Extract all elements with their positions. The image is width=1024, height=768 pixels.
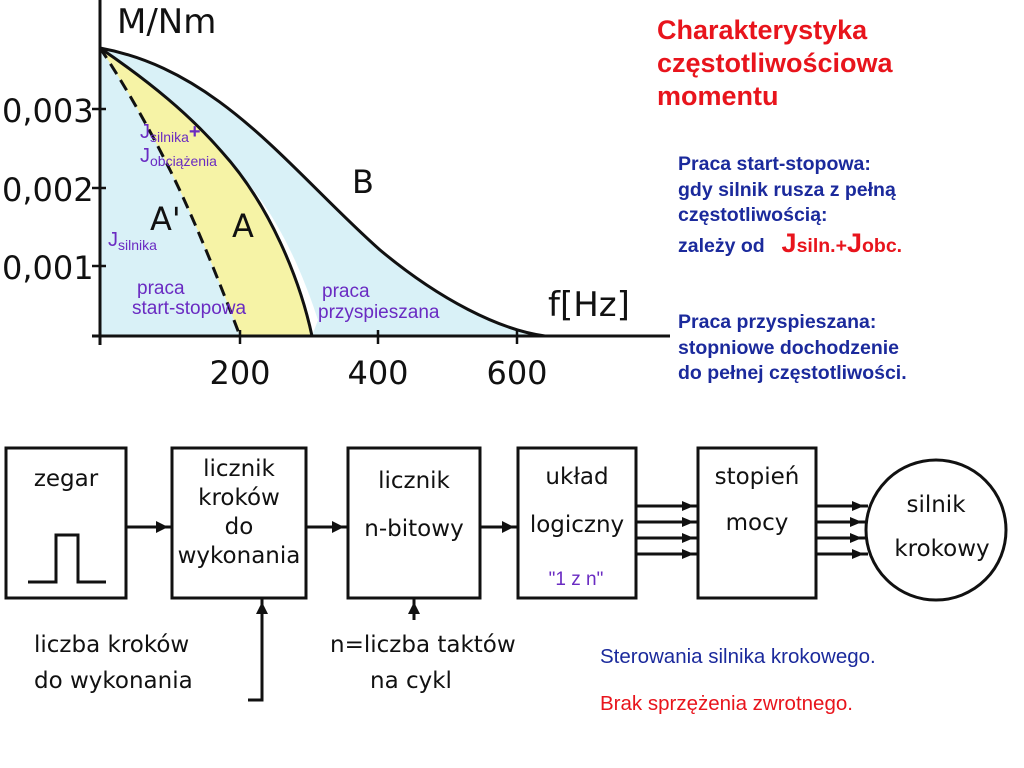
- arrow-steps-input: [256, 602, 268, 614]
- curve-a: [99, 46, 314, 337]
- start-stop-line-2: gdy silnik rusza z pełną: [678, 178, 896, 201]
- slide-title: Charakterystyka częstotliwościowa moment…: [657, 14, 1017, 113]
- arrow-nbit-logic: [502, 521, 514, 533]
- accelerated-line-1: Praca przyspieszana:: [678, 311, 877, 333]
- region-start-stop-cyan: [100, 48, 240, 336]
- region-start-stop-yellow: [100, 48, 312, 336]
- j-motor-label: Jsilnika: [108, 229, 157, 253]
- motor-circle: [864, 458, 1008, 602]
- n-bit-counter-label-2: n-bitowy: [364, 516, 463, 542]
- region-start-stop-label-1: praca: [137, 278, 185, 299]
- start-stop-line-3: częstotliwością:: [678, 204, 828, 226]
- x-axis-label: f[Hz]: [548, 285, 630, 325]
- clock-label: zegar: [34, 466, 99, 492]
- title-line-2: częstotliwościowa: [657, 48, 893, 78]
- title-line-1: Charakterystyka: [657, 15, 868, 45]
- accelerated-description: Praca przyspieszana: stopniowe dochodzen…: [678, 310, 1023, 387]
- curve-b-label: B: [352, 163, 374, 201]
- region-accel-label-2: przyspieszana: [318, 302, 440, 323]
- arrow-logic-power-3: [682, 533, 694, 543]
- control-block-diagram: zegar licznik kroków do wykonania liczni…: [4, 446, 1008, 702]
- depends-prefix: zależy od: [678, 234, 765, 257]
- j-siln-sub: siln.+: [796, 234, 847, 257]
- x-tick-label-200: 200: [209, 354, 270, 392]
- step-counter-label-1: licznik: [203, 456, 275, 482]
- y-tick-label-0003: 0,003: [2, 92, 94, 130]
- start-stop-depends: zależy od Jsiln.+Jobc.: [678, 227, 1023, 260]
- region-accelerated: [100, 48, 545, 336]
- n-bit-counter-label-1: licznik: [378, 468, 450, 494]
- start-stop-description: Praca start-stopowa: gdy silnik rusza z …: [678, 152, 1023, 259]
- curve-a-prime-label: A': [150, 200, 181, 238]
- step-counter-label-3: do: [225, 514, 254, 540]
- logic-label-1: układ: [545, 464, 608, 490]
- y-tick-label-0002: 0,002: [2, 171, 94, 209]
- x-tick-label-600: 600: [486, 354, 547, 392]
- steps-note-2: do wykonania: [34, 668, 193, 694]
- arrow-power-motor-1: [852, 501, 864, 511]
- arrow-logic-power-2: [682, 517, 694, 527]
- motor-label-2: krokowy: [894, 536, 989, 562]
- j-total-line2: Jobciążenia: [140, 145, 217, 169]
- region-accel-label-1: praca: [322, 281, 370, 302]
- curve-b: [99, 46, 546, 338]
- power-stage-label-1: stopień: [715, 464, 800, 490]
- accelerated-line-2: stopniowe dochodzenie: [678, 336, 900, 359]
- curve-a-label: A: [232, 207, 254, 245]
- step-counter-label-2: kroków: [198, 485, 280, 511]
- arrow-power-motor-2: [850, 517, 862, 527]
- cycle-note-1: n=liczba taktów: [330, 632, 516, 658]
- j-obc-sub: obc.: [862, 234, 903, 257]
- start-stop-line-1: Praca start-stopowa:: [678, 153, 871, 175]
- curve-a-prime: [98, 47, 242, 337]
- logic-note: "1 z n": [549, 569, 604, 590]
- logic-label-2: logiczny: [530, 512, 624, 538]
- title-line-3: momentu: [657, 81, 779, 111]
- arrow-logic-power-1: [682, 501, 694, 511]
- x-tick-label-400: 400: [347, 354, 408, 392]
- j-siln-symbol: J: [781, 227, 797, 258]
- region-start-stop-label-2: start-stopowa: [132, 298, 246, 319]
- step-counter-block: [170, 446, 308, 600]
- arrow-counter-nbit: [332, 521, 344, 533]
- clock-pulse-icon: [28, 533, 106, 584]
- j-obc-symbol: J: [846, 227, 863, 258]
- arrow-logic-power-4: [682, 549, 694, 559]
- footer-no-feedback-text: Brak sprzężenia zwrotnego.: [600, 692, 853, 715]
- accelerated-line-3: do pełnej częstotliwości.: [678, 362, 907, 384]
- footer-control-text: Sterowania silnika krokowego.: [600, 645, 876, 668]
- power-stage-label-2: mocy: [726, 510, 789, 536]
- steps-note-1: liczba kroków: [34, 632, 189, 658]
- arrow-cycle-input: [408, 602, 420, 614]
- y-axis-label: M/Nm: [117, 2, 216, 42]
- torque-frequency-graph: M/Nm f[Hz] 0,003 0,002 0,001 200 400 600…: [2, 0, 670, 392]
- cycle-note-2: na cykl: [370, 668, 452, 694]
- arrow-power-motor-3: [850, 533, 862, 543]
- clock-block: [4, 446, 128, 600]
- y-tick-label-0001: 0,001: [2, 249, 94, 287]
- arrow-power-motor-4: [852, 549, 864, 559]
- motor-label-1: silnik: [906, 492, 966, 518]
- arrow-clock-counter: [156, 521, 168, 533]
- step-counter-label-4: wykonania: [178, 543, 301, 569]
- j-total-line1: Jsilnika+: [140, 121, 201, 145]
- steps-input-line: [248, 598, 264, 702]
